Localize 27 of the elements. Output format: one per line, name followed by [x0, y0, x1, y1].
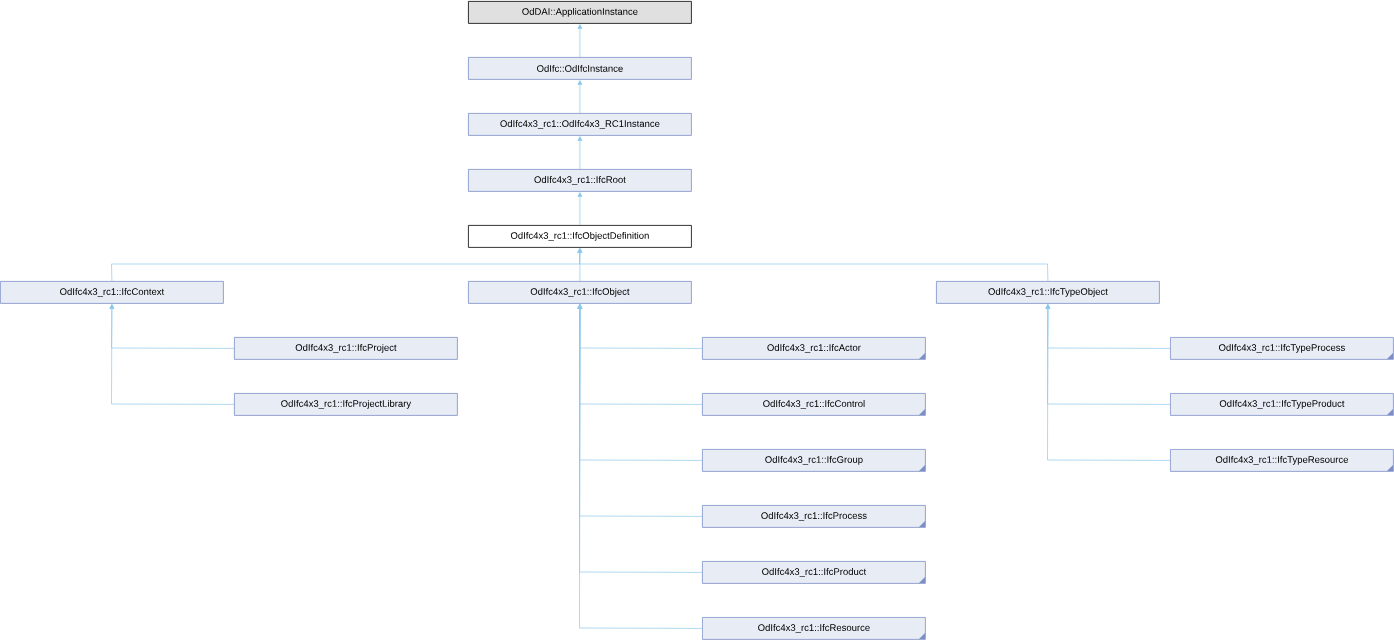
class-box: OdIfc4x3_rc1::IfcProjectLibrary [234, 393, 458, 416]
class-box: OdIfc::OdIfcInstance [468, 57, 692, 80]
inheritance-arrow [577, 248, 1049, 282]
inheritance-arrow [577, 24, 583, 58]
class-box: OdIfc4x3_rc1::IfcProject [234, 337, 458, 360]
class-box: OdDAI::ApplicationInstance [468, 1, 692, 24]
class-box: OdIfc4x3_rc1::IfcContext [0, 281, 224, 304]
class-box: OdIfc4x3_rc1::IfcActor [702, 337, 926, 360]
class-box: OdIfc4x3_rc1::IfcResource [702, 617, 926, 640]
class-box: OdIfc4x3_rc1::IfcControl [702, 393, 926, 416]
class-box: OdIfc4x3_rc1::IfcTypeObject [936, 281, 1160, 304]
inheritance-arrow [577, 80, 583, 114]
class-box: OdIfc4x3_rc1::IfcObjectDefinition [468, 225, 692, 248]
class-box: OdIfc4x3_rc1::IfcObject [468, 281, 692, 304]
inheritance-arrow [577, 304, 703, 629]
class-box: OdIfc4x3_rc1::IfcGroup [702, 449, 926, 472]
inheritance-arrow [577, 136, 583, 170]
class-box: OdIfc4x3_rc1::OdIfc4x3_RC1Instance [468, 113, 692, 136]
class-box: OdIfc4x3_rc1::IfcTypeResource [1170, 449, 1394, 472]
inheritance-arrow [109, 304, 235, 405]
class-box: OdIfc4x3_rc1::IfcProcess [702, 505, 926, 528]
class-box: OdIfc4x3_rc1::IfcTypeProduct [1170, 393, 1394, 416]
inheritance-arrow [1045, 304, 1171, 461]
class-box: OdIfc4x3_rc1::IfcTypeProcess [1170, 337, 1394, 360]
inheritance-arrow [577, 192, 583, 226]
class-box: OdIfc4x3_rc1::IfcProduct [702, 561, 926, 584]
class-box: OdIfc4x3_rc1::IfcRoot [468, 169, 692, 192]
